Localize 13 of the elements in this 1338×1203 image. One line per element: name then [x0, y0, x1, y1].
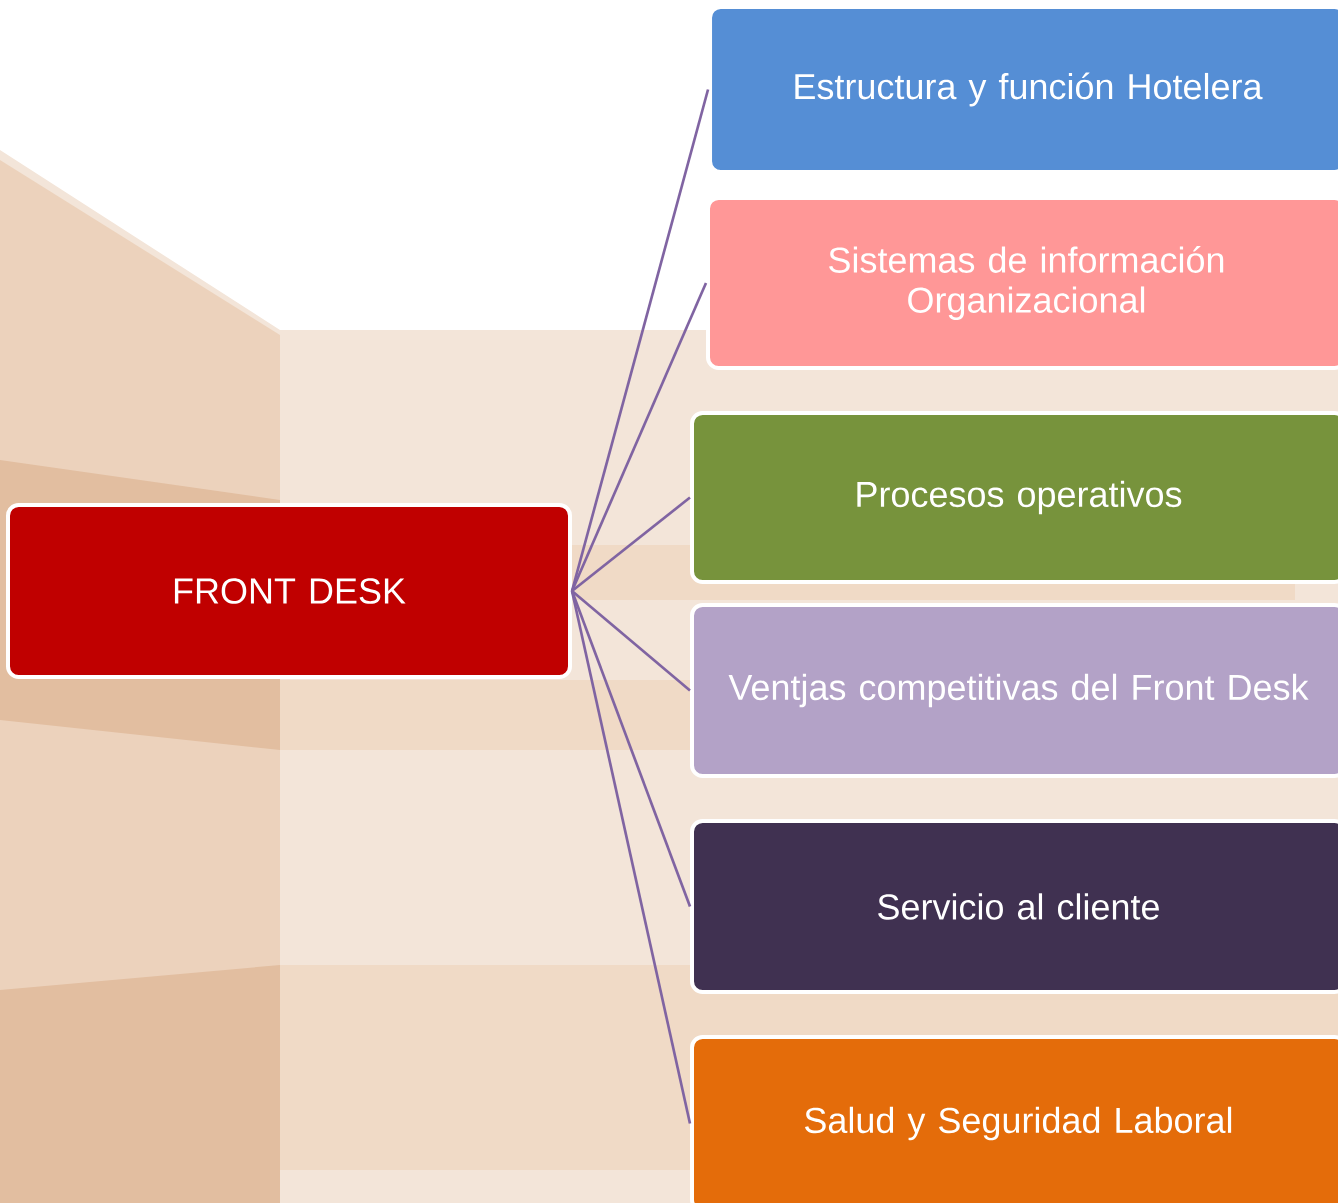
topic-box: Estructura y función Hotelera: [708, 4, 1338, 175]
topic-box: Servicio al cliente: [690, 819, 1338, 994]
connector-line: [571, 496, 691, 593]
connector-line: [570, 282, 708, 592]
connector-line: [571, 590, 691, 692]
topic-box: Ventjas competitivas del Front Desk: [690, 603, 1338, 778]
topic-box: Sistemas de información Organizacional: [706, 196, 1338, 370]
center-box: FRONT DESK: [6, 503, 572, 679]
connector-line: [570, 590, 692, 907]
connector-line: [570, 89, 710, 592]
topic-box: Salud y Seguridad Laboral: [690, 1035, 1338, 1203]
connector-line: [570, 590, 692, 1124]
topic-box: Procesos operativos: [690, 410, 1338, 585]
